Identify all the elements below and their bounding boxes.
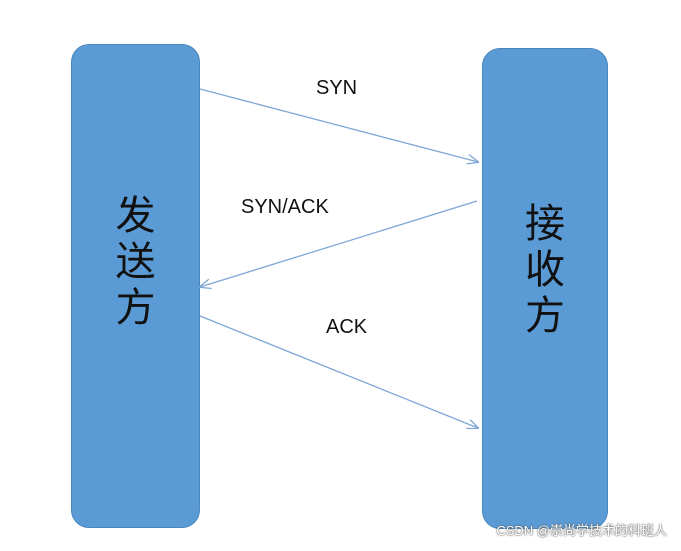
receiver-label-char: 方 [525, 293, 565, 339]
ack-label: ACK [326, 316, 368, 338]
ack-arrow [199, 315, 478, 428]
sender-label-char: 送 [115, 239, 156, 285]
syn-label: SYN [316, 77, 358, 99]
receiver-label-char: 收 [525, 247, 565, 293]
watermark: CSDN @崇尚学技术的科班人 [496, 523, 667, 538]
receiver-box: 接 收 方 [482, 48, 608, 529]
synack-label: SYN/ACK [241, 196, 329, 218]
sender-label-char: 方 [115, 285, 156, 331]
sender-box: 发 送 方 [71, 44, 200, 528]
sender-label-char: 发 [115, 193, 156, 239]
sender-label: 发 送 方 [72, 193, 199, 331]
receiver-label: 接 收 方 [483, 201, 607, 339]
synack-arrow [200, 200, 478, 287]
receiver-label-char: 接 [525, 201, 565, 247]
syn-arrow [199, 88, 478, 162]
